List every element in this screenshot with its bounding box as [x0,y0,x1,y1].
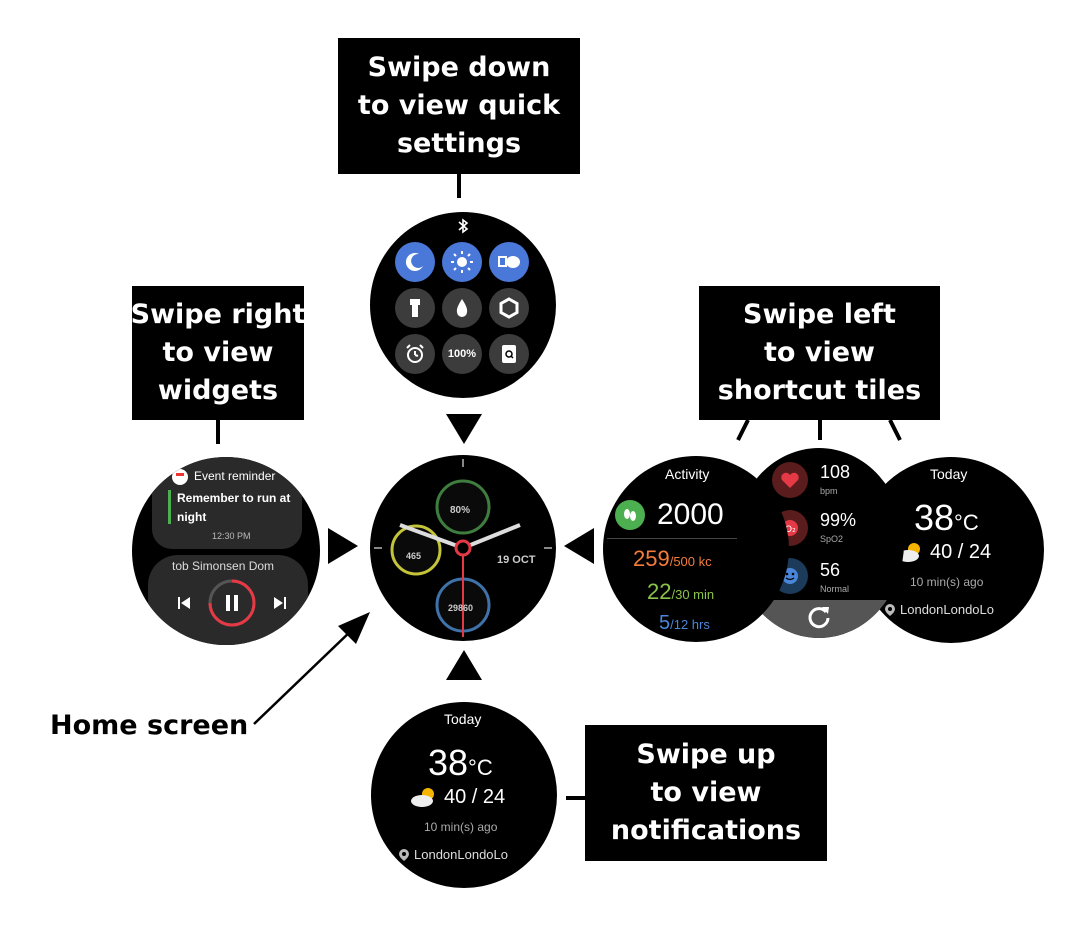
temperature: 38°C [914,497,979,539]
location-label: LondonLondoLo [414,847,508,862]
date-label: 19 OCT [497,554,536,566]
callout-line: shortcut tiles [717,375,922,406]
callout-line: Swipe left [743,299,896,330]
temperature-value: 38 [914,497,955,538]
next-icon[interactable] [274,597,286,609]
flashlight-icon[interactable] [395,288,435,328]
quick-settings-screen[interactable]: 100% [370,212,556,398]
search-icon[interactable] [489,334,529,374]
connector-lines-right [736,419,902,441]
callout-swipe-up: Swipe up to view notifications [585,725,827,861]
steps-value: 2000 [657,498,724,531]
event-title: Event reminder [194,469,276,483]
temperature-range: 40 / 24 [444,786,506,808]
svg-text:O₂: O₂ [785,525,796,535]
callout-line: Swipe down [367,52,551,83]
water-lock-icon[interactable] [442,288,482,328]
callout-line: to view [764,337,875,368]
battery-label: 100% [447,348,477,360]
callout-line: to view [650,777,762,808]
calendar-icon [172,469,188,485]
connector-line [216,420,220,444]
progress-arc [208,579,256,627]
event-body-line: night [177,510,207,524]
media-controls [178,579,286,627]
spo2-value: 99% [820,510,857,530]
left-dial [390,524,442,576]
event-time: 12:30 PM [212,531,251,541]
settings-hex-icon[interactable] [489,288,529,328]
callout-swipe-left: Swipe left to view shortcut tiles [699,286,940,420]
battery-button[interactable]: 100% [442,334,482,374]
temperature: 38°C [428,742,493,784]
top-dial-value: 80% [450,505,471,516]
temperature-value: 38 [428,742,469,783]
brightness-icon[interactable] [442,242,482,282]
callout-line: to view quick [357,90,561,121]
widgets-screen[interactable]: Event reminder Remember to run at night … [132,457,320,645]
media-title: tob Simonsen Dom [172,559,275,573]
stress-unit: Normal [820,584,850,594]
callout-line: widgets [157,375,279,406]
home-watch-face[interactable]: 80% 465 29860 19 OCT [370,455,556,641]
theater-mode-icon[interactable] [489,242,529,282]
updated-time: 10 min(s) ago [424,820,498,834]
callout-line: to view [162,337,274,368]
watch-face-graphic [374,459,552,637]
weather-title: Today [444,711,482,727]
notifications-screen[interactable]: Today 38°C 40 / 24 10 min(s) ago LondonL… [371,702,557,888]
arrow-up-icon [446,650,482,680]
stress-value: 56 [820,560,841,580]
location-pin-icon [399,849,409,861]
arrow-right-icon [328,528,358,564]
callout-swipe-down: Swipe down to view quick settings [338,38,580,174]
calories-value: 259 [633,546,670,571]
callout-line: notifications [610,815,802,846]
left-dial-value: 465 [406,551,422,561]
callout-line: Swipe up [636,739,776,770]
temperature-unit: °C [954,510,979,535]
temperature-range: 40 / 24 [930,541,992,563]
arrow-down-icon [446,414,482,444]
hours-value: 5 [659,612,671,634]
minutes-goal: /30 min [671,587,715,602]
calories-row: 259/500 kc [633,546,712,572]
callout-swipe-right: Swipe right to view widgets [130,286,306,420]
top-dial [435,479,491,535]
location-label: LondonLondoLo [900,602,994,617]
heart-rate-value: 108 [820,462,851,482]
hours-goal: /12 hrs [670,617,710,632]
callout-line: settings [396,128,522,159]
activity-title: Activity [665,466,710,482]
divider [607,538,737,539]
weather-title: Today [930,466,968,482]
heart-rate-unit: bpm [820,486,838,496]
minutes-value: 22 [647,579,672,604]
minutes-row: 22/30 min [647,579,714,605]
event-accent-bar [168,490,171,524]
event-body-line: Remember to run at [177,491,291,505]
temperature-unit: °C [468,755,493,780]
steps-icon [615,500,645,530]
previous-icon[interactable] [178,597,190,609]
activity-tile-screen[interactable]: Activity 2000 259/500 kc 22/30 min 5/12 … [603,456,789,642]
alarm-icon[interactable] [395,334,435,374]
calories-goal: /500 kc [669,554,712,569]
hours-row: 5/12 hrs [659,612,710,635]
moon-icon[interactable] [395,242,435,282]
connector-line [566,796,585,800]
arrow-left-icon [564,528,594,564]
updated-time: 10 min(s) ago [910,575,984,589]
home-pointer-arrow [253,612,370,725]
callout-line: Swipe right [130,299,306,330]
bluetooth-icon [458,218,469,234]
pause-icon[interactable] [226,595,238,611]
spo2-unit: SpO2 [820,534,844,544]
partly-cloudy-icon [411,788,434,807]
home-screen-label: Home screen [50,710,249,741]
bottom-dial-value: 29860 [448,603,474,613]
refresh-icon [808,607,830,629]
heart-icon [772,462,808,498]
connector-line [457,174,461,198]
